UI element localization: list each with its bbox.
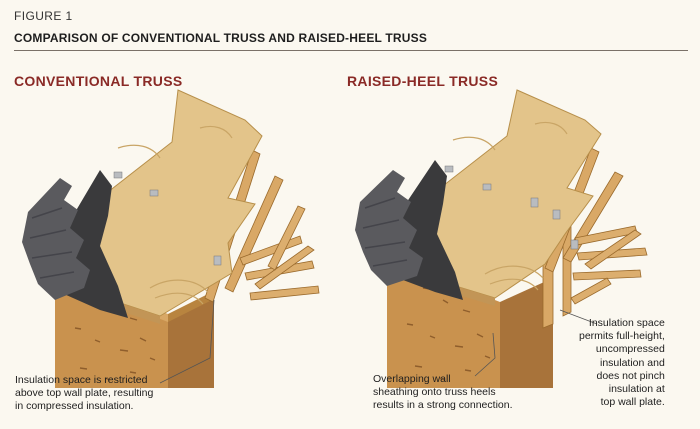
callout-leader-insulation <box>559 309 598 325</box>
panel-title-conventional: CONVENTIONAL TRUSS <box>14 73 183 89</box>
callout-line: does not pinch <box>596 369 665 382</box>
shingles <box>22 178 90 300</box>
callout-line: Overlapping wall <box>373 373 451 385</box>
callout-line: in compressed insulation. <box>15 400 134 413</box>
callout-leader-sheathing <box>474 332 496 377</box>
callout-line: results in a strong connection. <box>373 399 513 412</box>
callout-line: uncompressed <box>595 343 665 356</box>
metal-connectors <box>444 165 579 250</box>
callout-line: insulation and <box>599 356 665 369</box>
callout-line: Insulation space <box>588 317 665 329</box>
osb-wall <box>55 278 214 388</box>
title-rule <box>14 50 688 51</box>
conventional-truss-illustration <box>22 89 320 388</box>
raised-heel-truss-illustration <box>355 89 648 388</box>
shingles <box>355 170 423 286</box>
callout-line: sheathing onto truss heels <box>373 386 496 399</box>
metal-connectors <box>113 171 222 266</box>
callout-raised-heel-insulation: Insulation space permits full-height, un… <box>579 317 665 409</box>
osb-wall <box>387 258 553 388</box>
callout-conventional-insulation: Insulation space is restricted above top… <box>15 374 153 414</box>
callout-line: above top wall plate, resulting <box>15 387 154 400</box>
figure-label: FIGURE 1 <box>14 9 73 23</box>
callout-line: top wall plate. <box>600 396 665 409</box>
panel-title-raised-heel: RAISED-HEEL TRUSS <box>347 73 499 89</box>
callout-line: permits full-height, <box>579 330 665 343</box>
callout-line: insulation at <box>608 383 665 396</box>
callout-leader-left <box>159 299 215 384</box>
figure-title: COMPARISON OF CONVENTIONAL TRUSS AND RAI… <box>14 31 428 45</box>
callout-raised-heel-sheathing: Overlapping wall sheathing onto truss he… <box>373 373 513 413</box>
callout-line: Insulation space is restricted <box>15 374 148 386</box>
